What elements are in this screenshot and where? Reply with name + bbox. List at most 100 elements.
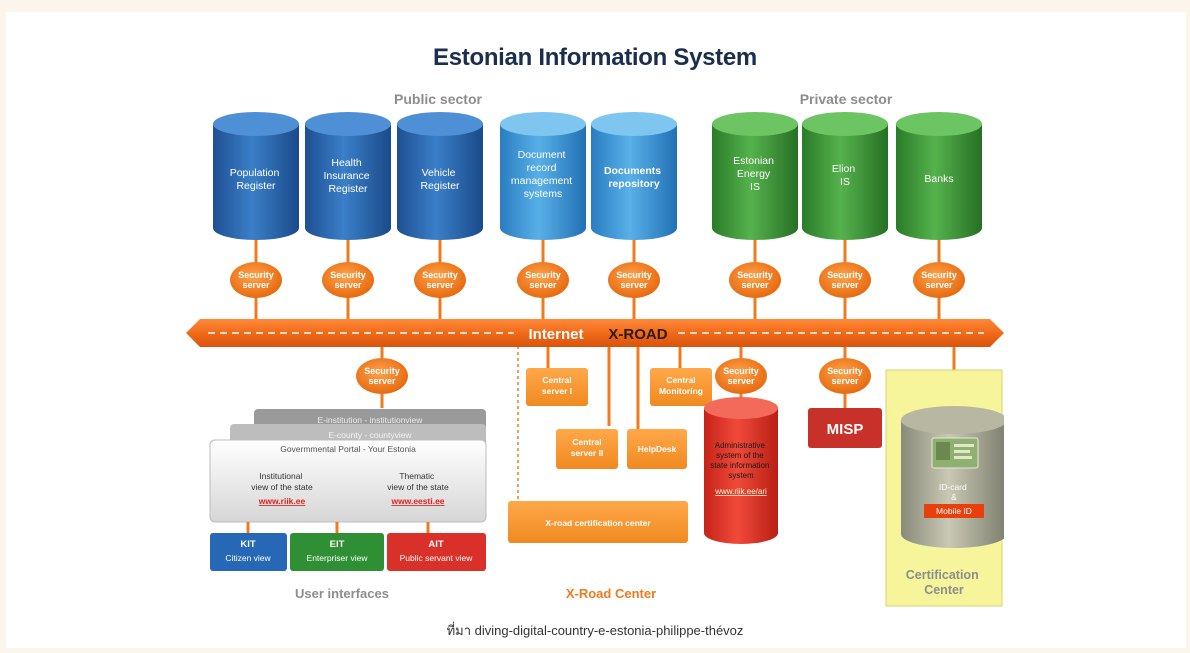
- interface-code: EIT: [330, 539, 345, 550]
- svg-text:Documents repository: Documents repository: [604, 165, 664, 190]
- portal-left-link[interactable]: www.riik.ee: [258, 496, 306, 506]
- portal-right-link[interactable]: www.eesti.ee: [390, 496, 444, 506]
- certification-center-heading: Certification: [906, 568, 979, 582]
- svg-text:Document record: Document record management systems: [511, 149, 575, 200]
- register-line: Register: [328, 183, 368, 195]
- certification-center-heading: Center: [924, 583, 964, 597]
- register-line: Vehicle: [422, 167, 456, 179]
- svg-text:ID-card &: ID-card &: [939, 482, 969, 502]
- register-line: Energy: [737, 168, 771, 180]
- interface-name: Public servant view: [400, 553, 474, 563]
- page-title: Estonian Information System: [433, 44, 757, 71]
- portal-main: [209, 439, 487, 523]
- svg-text:Health Insurance: Health Insurance Register: [323, 157, 372, 195]
- svg-text:X-road certification center: X-road certification center: [545, 518, 651, 528]
- helpdesk-box: HelpDesk: [627, 429, 687, 469]
- portal-tab-county-label: E-county - countyview: [328, 430, 412, 440]
- portal-right-line: view of the state: [387, 482, 449, 492]
- interface-connectors: [246, 522, 430, 533]
- register-line: Documents: [604, 165, 661, 177]
- user-interfaces-heading: User interfaces: [295, 586, 389, 601]
- interface-kit: KIT Citizen view: [210, 533, 287, 571]
- admin-link[interactable]: www.riik.ee/ari: [714, 487, 767, 496]
- register-line: Population: [230, 167, 280, 179]
- register-line: Elion: [832, 163, 856, 175]
- register-vehicle: Vehicle Register: [397, 112, 483, 240]
- xroad-center-heading: X-Road Center: [566, 586, 656, 601]
- svg-text:Estonian Energy: Estonian Energy IS: [733, 155, 777, 193]
- svg-text:Population Register: Population Register: [230, 167, 283, 192]
- register-line: Document: [518, 149, 566, 161]
- svg-text:Administrative system of: Administrative system of the state infor…: [710, 441, 771, 480]
- idcard-label: ID-card: [939, 482, 967, 492]
- interface-code: AIT: [428, 539, 444, 550]
- portal-tab-institution-label: E-institution - institutionview: [318, 415, 424, 425]
- register-line: Health: [331, 157, 362, 169]
- svg-text:HelpDesk: HelpDesk: [638, 444, 677, 454]
- misp-box: MISP: [808, 408, 882, 448]
- register-line: Estonian: [733, 155, 774, 167]
- register-line: management: [511, 175, 572, 187]
- register-line: repository: [608, 178, 660, 190]
- interface-name: Enterpriser view: [307, 553, 369, 563]
- register-line: record: [527, 162, 557, 174]
- user-interface-boxes: KIT Citizen view EIT Enterpriser view AI…: [210, 533, 486, 571]
- interface-ait: AIT Public servant view: [387, 533, 486, 571]
- register-line: Register: [420, 180, 460, 192]
- register-line: IS: [840, 176, 850, 188]
- image-caption: ที่มา diving-digital-country-e-estonia-p…: [446, 623, 744, 638]
- admin-line: system: [728, 471, 754, 480]
- internet-label: Internet: [528, 326, 583, 343]
- admin-line: state information: [710, 461, 769, 470]
- svg-text:Institutional view of th: Institutional view of the state: [251, 471, 313, 492]
- register-line: Register: [236, 180, 276, 192]
- register-line: systems: [524, 188, 563, 200]
- register-elion: Elion IS: [802, 112, 888, 240]
- administrative-system-cylinder: Administrative system of the state infor…: [704, 397, 778, 544]
- svg-text:Certification Center: Certification Center: [906, 568, 982, 597]
- estonian-information-system-diagram: Public sector Private sector Population: [186, 91, 1004, 607]
- public-sector-heading: Public sector: [394, 91, 482, 107]
- interface-eit: EIT Enterpriser view: [290, 533, 384, 571]
- portal-left-line: view of the state: [251, 482, 313, 492]
- mobile-id-label: Mobile ID: [936, 506, 972, 516]
- register-banks: Banks: [896, 112, 982, 240]
- admin-line: Administrative: [715, 441, 766, 450]
- misp-label: MISP: [827, 421, 864, 438]
- register-line: Banks: [924, 173, 953, 185]
- register-line: IS: [750, 181, 760, 193]
- register-estonian-energy: Estonian Energy IS: [712, 112, 798, 240]
- portal-stack: E-institution - institutionview E-county…: [209, 409, 487, 523]
- portal-left-line: Institutional: [259, 471, 302, 481]
- svg-text:Vehicle Register: Vehicle Register: [420, 167, 460, 192]
- svg-text:Banks: Banks: [924, 173, 953, 185]
- svg-text:Thematic view of the sta: Thematic view of the state: [387, 471, 449, 492]
- register-population: Population Register: [213, 112, 299, 240]
- idcard-label: &: [951, 492, 957, 502]
- register-health-insurance: Health Insurance Register: [305, 112, 391, 240]
- xroad-certification-center-box: X-road certification center: [508, 501, 688, 543]
